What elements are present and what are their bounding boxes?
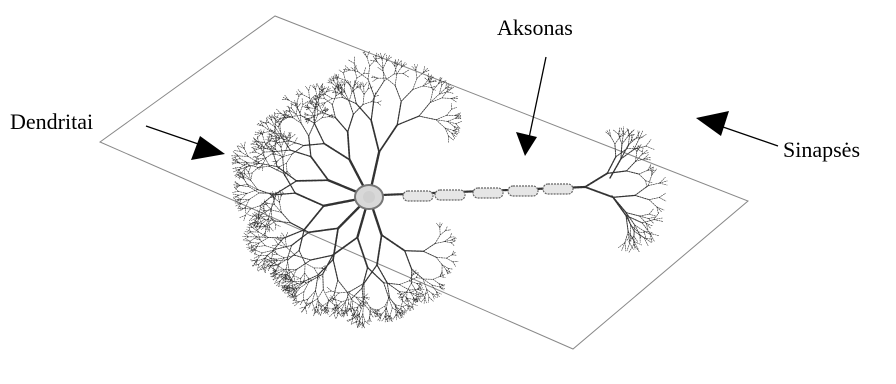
label-dendrites: Dendritai (10, 111, 93, 133)
arrow-synapses (696, 111, 778, 146)
cell-nucleus (363, 191, 375, 203)
label-axon: Aksonas (497, 17, 573, 39)
label-synapses: Sinapsės (783, 139, 860, 161)
